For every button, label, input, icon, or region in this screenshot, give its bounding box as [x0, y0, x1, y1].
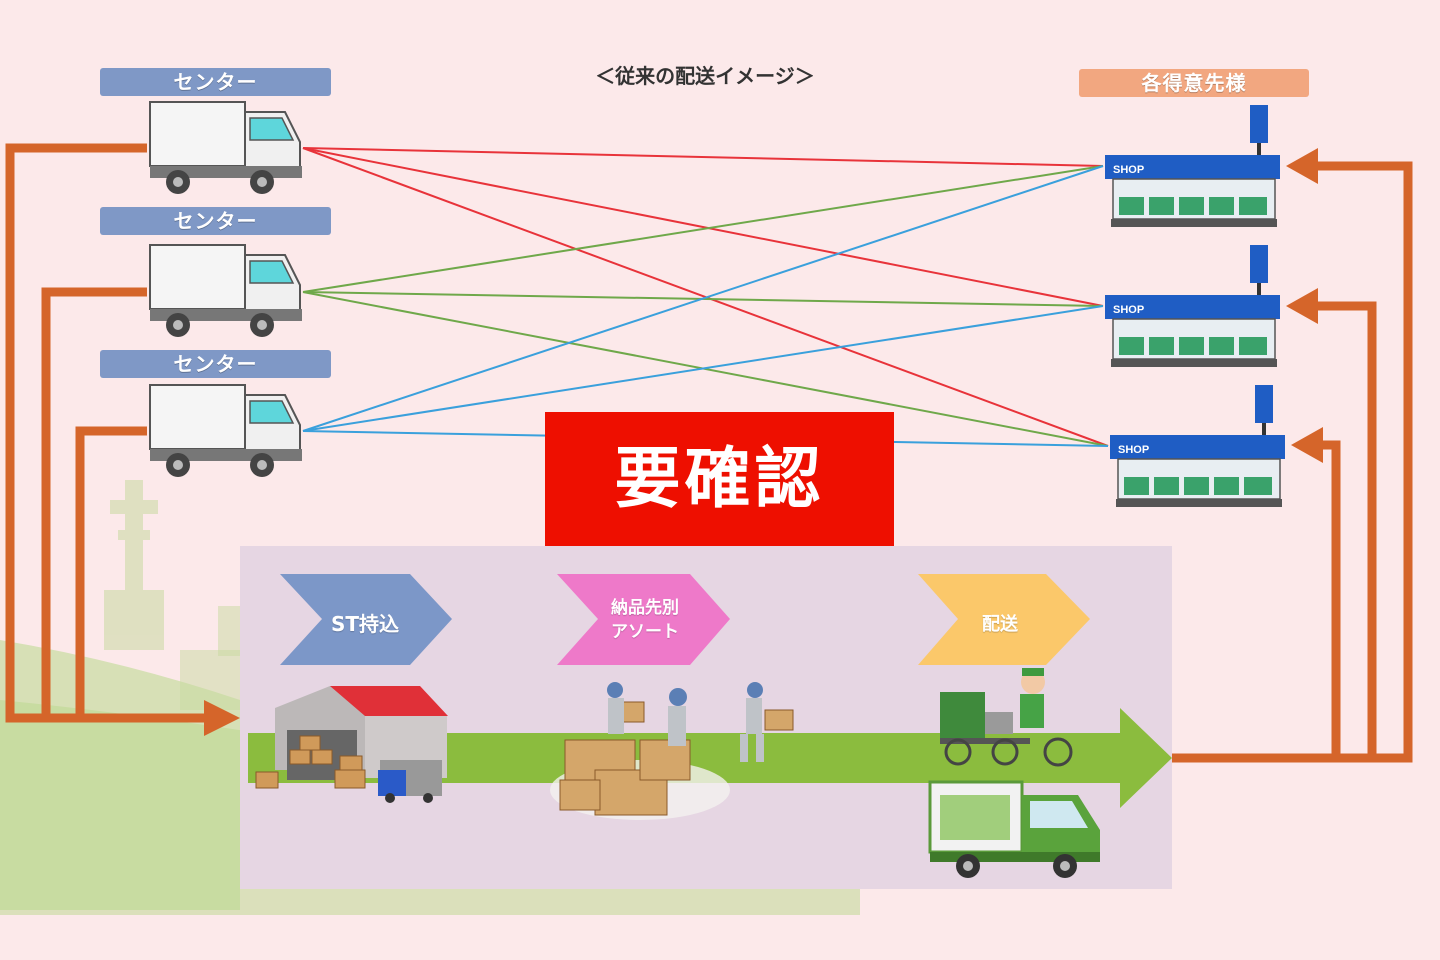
shop-return-arrowheads — [1286, 148, 1323, 463]
step-st-label: ST持込 — [330, 612, 400, 636]
center-label-3: センター — [100, 350, 331, 378]
center-flow-lines — [5, 143, 210, 723]
center-truck-1-icon — [149, 101, 302, 194]
step-delivery-label: 配送 — [982, 614, 1018, 635]
step-assort-label: 納品先別 アソート — [575, 596, 715, 644]
route-lines-blue — [302, 165, 1109, 447]
center-truck-2-icon — [149, 244, 302, 337]
clients-label: 各得意先様 — [1079, 69, 1309, 97]
center-label-1: センター — [100, 68, 331, 96]
center-label-2: センター — [100, 207, 331, 235]
shop-sign: SHOP — [1118, 444, 1149, 456]
shop-3-icon: SHOP — [1110, 385, 1285, 507]
step-assort-label-line1: 納品先別 — [611, 598, 679, 618]
shop-sign: SHOP — [1113, 304, 1144, 316]
route-lines-green — [302, 165, 1109, 447]
tower-icon — [104, 480, 164, 650]
center-truck-3-icon — [149, 384, 302, 477]
shop-1-icon: SHOP — [1105, 105, 1280, 227]
shop-sign: SHOP — [1113, 164, 1144, 176]
page-title: ＜従来の配送イメージ＞ — [595, 64, 815, 88]
step-assort-label-line2: アソート — [611, 622, 679, 642]
arrow-into-warehouse — [204, 700, 240, 736]
notice-banner: 要確認 — [545, 412, 894, 546]
shop-2-icon: SHOP — [1105, 245, 1280, 367]
